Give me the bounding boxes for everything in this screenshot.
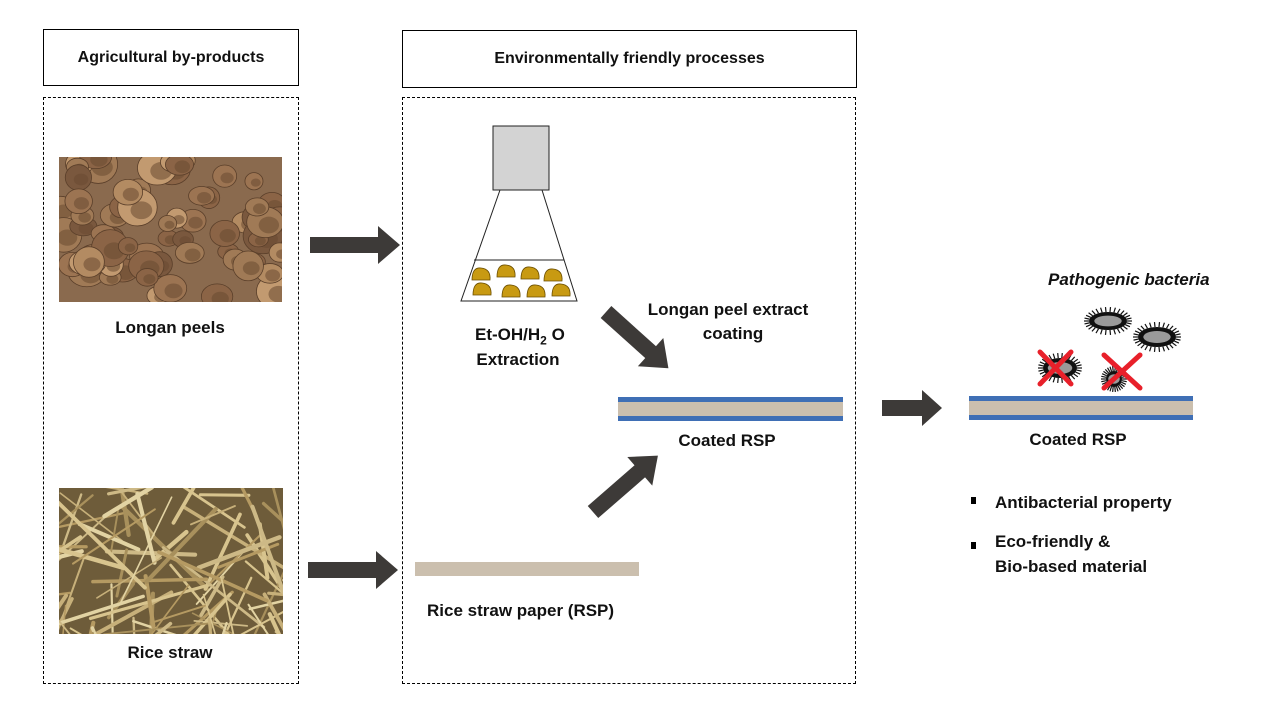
coated-rsp-label-middle: Coated RSP [678,431,776,450]
left-panel-title-text: Agricultural by-products [77,48,265,66]
rice-straw-label: Rice straw [127,643,213,662]
longan-peels-photo [59,157,282,302]
bacterium-top [1084,307,1132,335]
bacterium-right [1133,322,1181,352]
arrow-straw-to-paper [308,551,398,589]
property-antibacterial: Antibacterial property [995,493,1172,512]
pathogenic-bacteria-label: Pathogenic bacteria [1048,270,1210,289]
arrow-coated-to-result [882,390,942,426]
coated-rsp-label-result: Coated RSP [1029,430,1127,449]
arrow-peels-to-extraction [310,226,400,264]
bullet-2 [971,542,976,549]
left-panel [43,97,299,684]
arrow-extract-to-coating [600,306,669,369]
blocked-bacteria-cross-2 [1101,352,1143,391]
property-eco-friendly: Eco-friendly & [995,532,1111,551]
arrow-paper-to-coated [587,455,658,519]
rice-straw-paper-strip [415,562,639,576]
longan-peels-label: Longan peels [115,318,225,337]
property-bio-based: Bio-based material [995,557,1148,576]
blocked-bacteria-cross-1 [1037,349,1074,387]
middle-panel-title: Environmentally friendly processes [402,30,857,88]
middle-panel [402,97,856,684]
rice-straw-paper-label: Rice straw paper (RSP) [427,601,615,620]
extraction-label-line2: Extraction [476,350,560,369]
coated-rsp-strip-middle [618,397,843,421]
extraction-flask [460,125,578,302]
coating-label-line1: Longan peel extract [647,300,809,319]
coating-label-line2: coating [702,324,764,343]
bullet-1 [971,497,976,504]
subscript-2: 2 [540,333,547,348]
rice-straw-photo [59,488,283,634]
left-panel-title: Agricultural by-products [43,29,299,86]
extraction-label-line1: Et-OH/H2 O [475,325,565,348]
coated-rsp-strip-result [969,396,1193,420]
middle-panel-title-text: Environmentally friendly processes [494,50,765,67]
